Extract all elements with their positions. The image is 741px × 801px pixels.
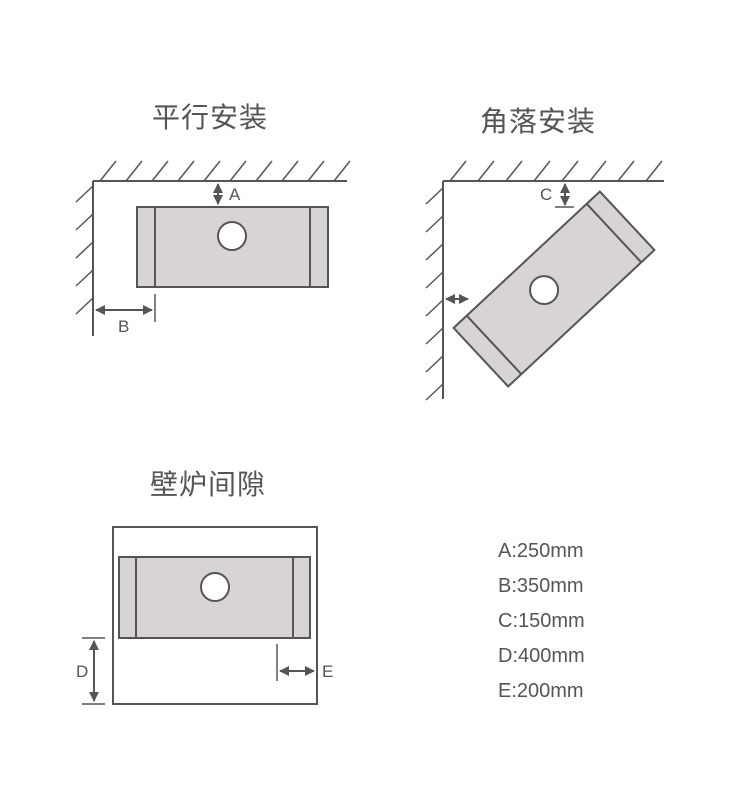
dimension-d-label: D xyxy=(76,662,88,681)
dimension-b-label: B xyxy=(118,317,129,336)
heater-vent xyxy=(217,221,247,251)
hatch-line xyxy=(617,160,635,182)
hatch-line xyxy=(203,160,221,182)
dimension-e-label: E xyxy=(322,662,333,681)
heater-unit xyxy=(136,206,329,288)
corner-install-title: 角落安装 xyxy=(480,105,597,138)
hatch-line xyxy=(99,160,117,182)
hatch-line xyxy=(425,355,444,373)
fireplace-diagram: D E xyxy=(76,526,333,705)
clearance-legend: A:250mm B:350mm C:150mm D:400mm E:200mm xyxy=(498,538,585,713)
hatch-line xyxy=(281,160,299,182)
legend-item-e: E:200mm xyxy=(498,680,584,702)
wall-hatching xyxy=(75,185,94,315)
hatch-line xyxy=(477,160,495,182)
hatch-line xyxy=(151,160,169,182)
hatch-line xyxy=(125,160,143,182)
ceiling-hatching xyxy=(99,160,351,182)
hatch-line xyxy=(75,269,94,287)
heater-unit-rotated xyxy=(452,190,656,388)
hatch-line xyxy=(75,241,94,259)
hatch-line xyxy=(229,160,247,182)
heater-vent xyxy=(200,572,230,602)
hatch-line xyxy=(561,160,579,182)
wall-hatching xyxy=(425,187,444,401)
dimension-c-label: C xyxy=(540,185,552,204)
hatch-line xyxy=(505,160,523,182)
legend-item-c: C:150mm xyxy=(498,610,585,632)
hatch-line xyxy=(589,160,607,182)
hatch-line xyxy=(333,160,351,182)
hatch-line xyxy=(425,215,444,233)
hatch-line xyxy=(425,243,444,261)
hatch-line xyxy=(177,160,195,182)
hatch-line xyxy=(75,297,94,315)
legend-item-b: B:350mm xyxy=(498,575,584,597)
hatch-line xyxy=(255,160,273,182)
hatch-line xyxy=(425,271,444,289)
corner-install-diagram: C xyxy=(425,160,664,401)
hatch-line xyxy=(75,185,94,203)
dimension-a-label: A xyxy=(229,185,241,204)
fireplace-clearance-title: 壁炉间隙 xyxy=(150,468,267,501)
legend-item-d: D:400mm xyxy=(498,645,585,667)
legend-item-a: A:250mm xyxy=(498,540,584,562)
fireplace-opening xyxy=(112,526,318,705)
parallel-install-title: 平行安装 xyxy=(152,101,269,134)
hatch-line xyxy=(75,213,94,231)
hatch-line xyxy=(425,383,444,401)
hatch-line xyxy=(449,160,467,182)
hatch-line xyxy=(307,160,325,182)
parallel-install-diagram: A B xyxy=(75,160,351,336)
heater-unit xyxy=(118,556,311,639)
heater-vent xyxy=(529,275,560,306)
hatch-line xyxy=(425,327,444,345)
hatch-line xyxy=(425,299,444,317)
hatch-line xyxy=(425,187,444,205)
hatch-line xyxy=(645,160,663,182)
hatch-line xyxy=(533,160,551,182)
ceiling-hatching xyxy=(449,160,663,182)
